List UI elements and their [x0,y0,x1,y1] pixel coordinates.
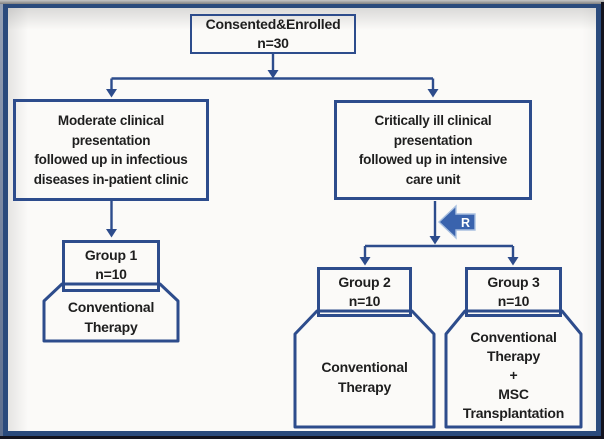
consented-line1: Consented&Enrolled [205,16,341,32]
randomization-arrow-icon [437,204,476,240]
arrowhead-random-point [429,236,441,245]
moderate-line1: Moderate clinical [57,113,165,128]
therapy-box-shape-group1 [42,282,180,343]
consented-line2: n=30 [257,35,289,51]
group2-n: n=10 [348,293,381,309]
node-moderate-presentation: Moderate clinical presentation followed … [13,99,209,201]
group3-name: Group 3 [487,274,540,290]
node-group3: Group 3 n=10 [465,267,562,317]
group2-therapy-line1: Conventional [321,359,408,375]
arrowhead-critical [427,89,439,98]
moderate-line4: diseases in-patient clinic [33,171,189,187]
critical-line2: presentation [393,132,473,148]
therapy-shapes [42,282,583,429]
connector-lines [110,53,515,258]
therapy-label-group3: Conventional Therapy + MSC Transplantati… [446,328,581,423]
therapy-box-shape-group3 [444,309,583,429]
therapy-box-shape-group2 [293,309,436,429]
arrowhead-group1 [106,229,117,238]
randomization-label: R [461,216,470,230]
critical-line1: Critically ill clinical [374,113,492,128]
therapy-label-group2: Conventional Therapy [295,357,434,397]
group3-therapy-line1: Conventional [470,329,557,345]
group1-n: n=10 [95,266,127,282]
group3-therapy-line5: Transplantation [462,405,565,421]
moderate-line3: followed up in infectious [34,152,188,167]
arrowheads [106,70,519,266]
node-consented-enrolled: Consented&Enrolled n=30 [190,14,356,54]
node-critical-presentation: Critically ill clinical presentation fol… [334,100,532,200]
moderate-line2: presentation [71,132,151,148]
group3-therapy-line3: + [509,367,518,383]
group3-therapy-line4: MSC [498,386,529,402]
group3-therapy-line2: Therapy [486,348,541,364]
group2-therapy-line2: Therapy [337,379,392,395]
node-group2: Group 2 n=10 [317,267,412,317]
group1-name: Group 1 [84,247,138,263]
arrowhead-moderate [106,89,117,98]
arrowhead-group2 [359,257,371,266]
arrowhead-root [267,70,279,79]
group1-therapy-line1: Conventional [67,299,155,315]
group3-n: n=10 [497,293,530,309]
group2-name: Group 2 [338,274,391,290]
arrowhead-group3 [507,257,519,266]
node-group1: Group 1 n=10 [62,240,160,292]
therapy-label-group1: Conventional Therapy [44,297,178,337]
critical-line3: followed up in intensive [358,152,508,167]
critical-line4: care unit [405,171,461,187]
group1-therapy-line2: Therapy [84,319,138,335]
